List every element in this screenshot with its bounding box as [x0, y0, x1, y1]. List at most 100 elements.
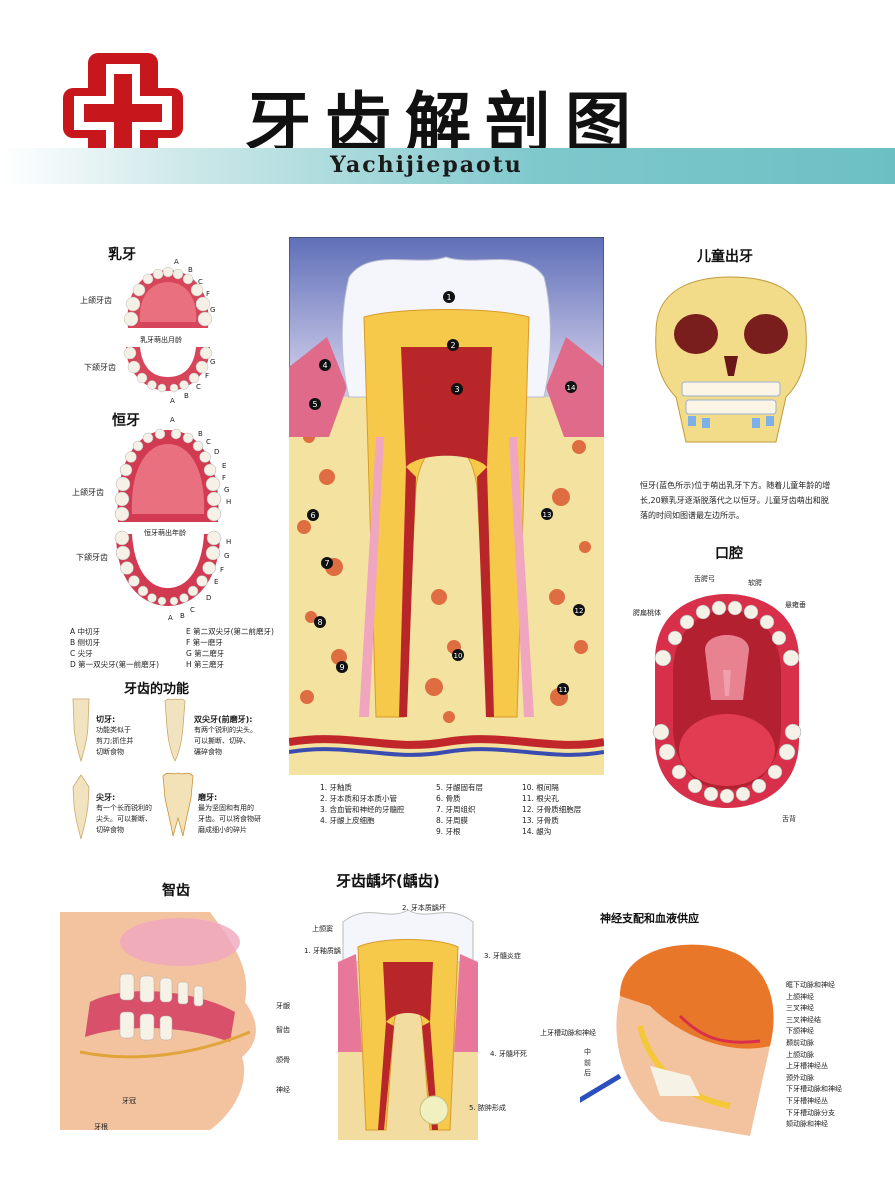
nerve-label-4: 三叉神经结 [786, 1015, 821, 1024]
nerve-label-9: 颈外动脉 [786, 1073, 814, 1082]
label-soft-palate: 软腭 [748, 579, 762, 587]
nerve-label-7: 上颌动脉 [786, 1050, 814, 1059]
perm-letter-h: H [226, 498, 232, 506]
marker-13: 13 [543, 511, 552, 519]
anatomy-legend-4: 4. 牙龈上皮细胞 [320, 816, 375, 825]
label-palatine-tonsil: 腭扁桃体 [633, 609, 661, 617]
legend-h: H 第三磨牙 [186, 660, 225, 669]
anatomy-legend-5: 5. 牙龈固有层 [436, 783, 484, 792]
permanent-lower-arch [114, 530, 222, 606]
child-teeth-title: 儿童出牙 [697, 249, 753, 265]
caries-label-2: 2. 牙本质龋坏 [402, 904, 446, 912]
primary-letter-c: C [198, 278, 203, 286]
teeth-type-legend: A 中切牙 B 侧切牙 C 尖牙 D 第一双尖牙(第一前磨牙) E 第二双尖牙(… [70, 626, 274, 670]
primary-letter-g: G [210, 306, 216, 314]
permanent-caption: 恒牙萌出年龄 [144, 529, 186, 537]
caries-label-1: 1. 牙釉质龋 [304, 947, 341, 955]
mouth-title: 口腔 [715, 546, 743, 562]
nerve-label-5: 下颌神经 [786, 1027, 814, 1036]
permanent-teeth-title: 恒牙 [112, 413, 140, 429]
primary-caption: 乳牙萌出月龄 [140, 336, 182, 344]
wisdom-title: 智齿 [162, 883, 190, 899]
legend-f: F 第一磨牙 [186, 638, 223, 647]
primary-letter-f-lower: F [205, 372, 210, 380]
canine-image [72, 774, 90, 840]
primary-letter-b-lower: B [184, 392, 189, 400]
primary-letter-f: F [206, 290, 211, 298]
nerve-side-middle: 中 [584, 1048, 591, 1056]
legend-e: E 第二双尖牙(第二前磨牙) [186, 627, 274, 636]
perm-letter-a-lower: A [168, 614, 173, 622]
anatomy-legend-2: 2. 牙本质和牙本质小管 [320, 794, 398, 803]
permanent-lower-label: 下颌牙齿 [76, 553, 108, 562]
label-gum: 牙龈 [276, 1002, 290, 1010]
function-molar: 磨牙: 最为坚固和有用的 牙齿。可以将食物研 磨成细小的碎片 [198, 793, 261, 834]
primary-teeth-title: 乳牙 [108, 247, 136, 263]
nerve-right-labels: 眶下动脉和神经 上颌神经 三叉神经 三叉神经结 下颌神经 颞前动脉 上颌动脉 上… [786, 980, 842, 1131]
wisdom-face-image [60, 912, 256, 1130]
permanent-upper-label: 上颌牙齿 [72, 488, 104, 497]
perm-letter-d: D [214, 448, 220, 456]
nerve-label-2: 上颌神经 [786, 992, 814, 1001]
functions-title: 牙齿的功能 [124, 682, 190, 697]
function-incisor: 切牙: 功能类似于 剪刀;抓住并 切断食物 [96, 715, 134, 756]
nerve-label-11: 下牙槽神经丛 [786, 1096, 828, 1105]
primary-letter-b: B [188, 266, 193, 274]
perm-letter-a: A [170, 416, 175, 424]
child-skull-image [655, 276, 807, 443]
label-root: 牙根 [94, 1123, 108, 1131]
tooth-cross-section: 1 2 3 4 5 6 7 8 9 10 11 12 13 14 [289, 237, 604, 775]
marker-9: 9 [339, 663, 344, 672]
marker-2: 2 [450, 341, 455, 350]
anatomy-legend-1: 1. 牙釉质 [320, 783, 353, 792]
label-maxillary-sinus: 上颌窦 [312, 925, 333, 933]
perm-letter-f-lower: F [220, 566, 225, 574]
marker-10: 10 [454, 652, 463, 660]
marker-3: 3 [454, 385, 459, 394]
page-subtitle: Yachijiepaotu [330, 152, 523, 178]
primary-letter-a: A [174, 258, 179, 266]
primary-upper-label: 上颌牙齿 [80, 296, 112, 305]
legend-g: G 第二磨牙 [186, 649, 225, 658]
label-wisdom-tooth: 智齿 [276, 1026, 290, 1034]
marker-4: 4 [322, 361, 327, 370]
anatomy-legend-12: 12. 牙骨质细胞层 [522, 805, 582, 814]
anatomy-markers: 1 2 3 4 5 6 7 8 9 10 11 12 13 14 [307, 291, 585, 695]
perm-letter-g-lower: G [224, 552, 230, 560]
nerve-side-back: 后 [584, 1069, 591, 1077]
primary-lower-arch [123, 346, 213, 393]
caries-tooth-image [338, 909, 478, 1140]
label-palatoglossal-arch: 舌腭弓 [694, 575, 715, 583]
perm-letter-b-lower: B [180, 612, 185, 620]
nerve-side-front: 前 [584, 1059, 591, 1067]
red-cross-icon [63, 53, 183, 173]
anatomy-legend-11: 11. 根尖孔 [522, 794, 559, 803]
caries-title: 牙齿龋坏(龋齿) [336, 872, 440, 890]
incisor-image [72, 698, 90, 763]
marker-7: 7 [324, 559, 329, 568]
label-nerve: 神经 [276, 1086, 290, 1094]
caries-label-5: 5. 脓肿形成 [469, 1104, 506, 1112]
perm-letter-f: F [222, 474, 227, 482]
anatomy-legend-10: 10. 根间隔 [522, 783, 559, 792]
legend-c: C 尖牙 [70, 649, 93, 658]
nerves-title: 神经支配和血液供应 [600, 912, 699, 925]
label-tongue: 舌背 [782, 815, 796, 823]
marker-12: 12 [575, 607, 584, 615]
anatomy-legend-6: 6. 骨质 [436, 794, 461, 803]
perm-letter-b: B [198, 430, 203, 438]
anatomy-legend-7: 7. 牙周组织 [436, 805, 476, 814]
premolar-image [164, 698, 186, 762]
nerve-label-1: 眶下动脉和神经 [786, 981, 835, 989]
mouth-image [652, 594, 802, 808]
child-teeth-text: 恒牙(蓝色所示)位于萌出乳牙下方。随着儿童年龄的增长,20颗乳牙逐渐脱落代之以恒… [640, 481, 831, 520]
anatomy-legend-9: 9. 牙根 [436, 827, 461, 836]
caries-label-4: 4. 牙髓坏死 [490, 1050, 527, 1058]
legend-d: D 第一双尖牙(第一前磨牙) [70, 660, 160, 669]
marker-8: 8 [317, 618, 322, 627]
marker-14: 14 [567, 384, 576, 392]
marker-11: 11 [559, 686, 568, 694]
marker-1: 1 [446, 293, 451, 302]
nerve-label-13: 颏动脉和神经 [786, 1120, 828, 1129]
nerve-left-label: 上牙槽动脉和神经 [540, 1029, 596, 1037]
